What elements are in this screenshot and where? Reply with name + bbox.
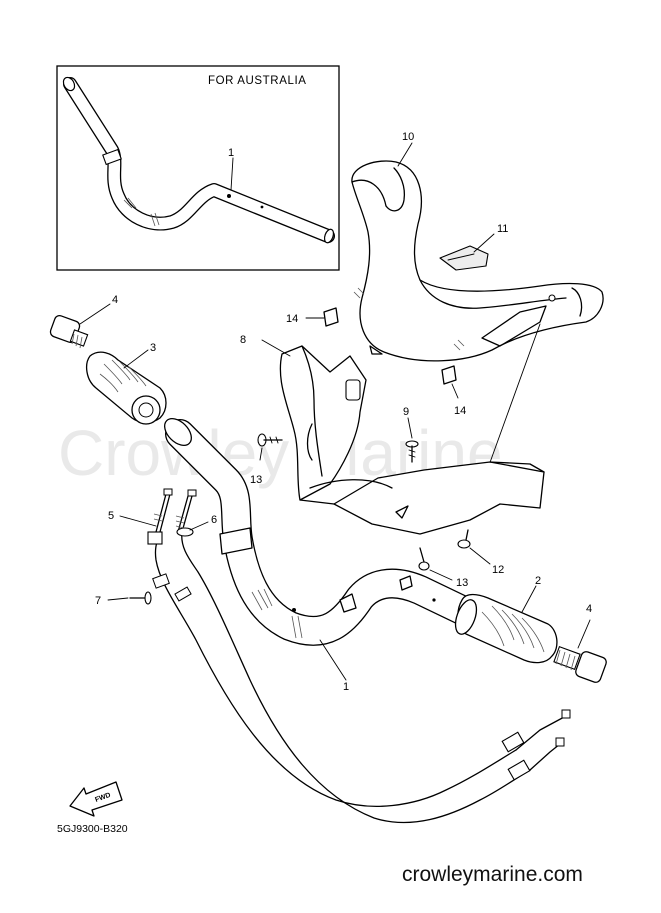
fwd-arrow-icon: FWD <box>69 781 123 817</box>
part-2-grip-right <box>454 593 558 664</box>
callout-13-left: 13 <box>250 474 262 486</box>
part-code: 5GJ9300-B320 <box>57 823 128 835</box>
callout-9: 9 <box>403 406 409 418</box>
throttle-cables <box>147 488 571 824</box>
inset-australia: FOR AUSTRALIA 1 <box>56 65 340 271</box>
callout-7: 7 <box>95 595 101 607</box>
callout-2: 2 <box>535 575 541 587</box>
callout-8: 8 <box>240 334 246 346</box>
part-10-handlebar-cover <box>351 160 604 362</box>
callout-13-right: 13 <box>456 577 468 589</box>
inset-frame <box>56 65 340 271</box>
callout-4-left: 4 <box>112 294 118 306</box>
part-1-handlebar <box>164 418 485 646</box>
callout-11: 11 <box>497 223 508 235</box>
part-9-screw <box>405 440 419 463</box>
callout-10: 10 <box>402 131 414 143</box>
callout-12: 12 <box>492 564 504 576</box>
inset-handlebar <box>62 76 335 244</box>
part-3-grip-left <box>85 351 167 425</box>
part-14-clip-lower <box>441 365 457 385</box>
site-footer: crowleymarine.com <box>402 863 583 886</box>
part-14-clip-upper <box>323 307 339 327</box>
callout-6: 6 <box>211 514 217 526</box>
inset-title: FOR AUSTRALIA <box>208 75 307 87</box>
part-13-screw-right <box>418 547 430 571</box>
callout-1: 1 <box>343 681 349 693</box>
part-11-emblem <box>439 245 489 271</box>
inset-callout-1: 1 <box>228 147 234 159</box>
part-7-screw <box>129 591 152 605</box>
callout-4-right: 4 <box>586 603 592 615</box>
part-8-lower-cover <box>279 345 545 535</box>
part-4-grip-end-left <box>49 314 89 349</box>
callout-14-upper: 14 <box>286 313 298 325</box>
callout-3: 3 <box>150 342 156 354</box>
part-4-grip-end-right <box>553 646 607 683</box>
callout-5: 5 <box>108 510 114 522</box>
part-12-screw <box>457 529 471 549</box>
part-13-screw-left <box>257 433 283 447</box>
callout-14-lower: 14 <box>454 405 466 417</box>
